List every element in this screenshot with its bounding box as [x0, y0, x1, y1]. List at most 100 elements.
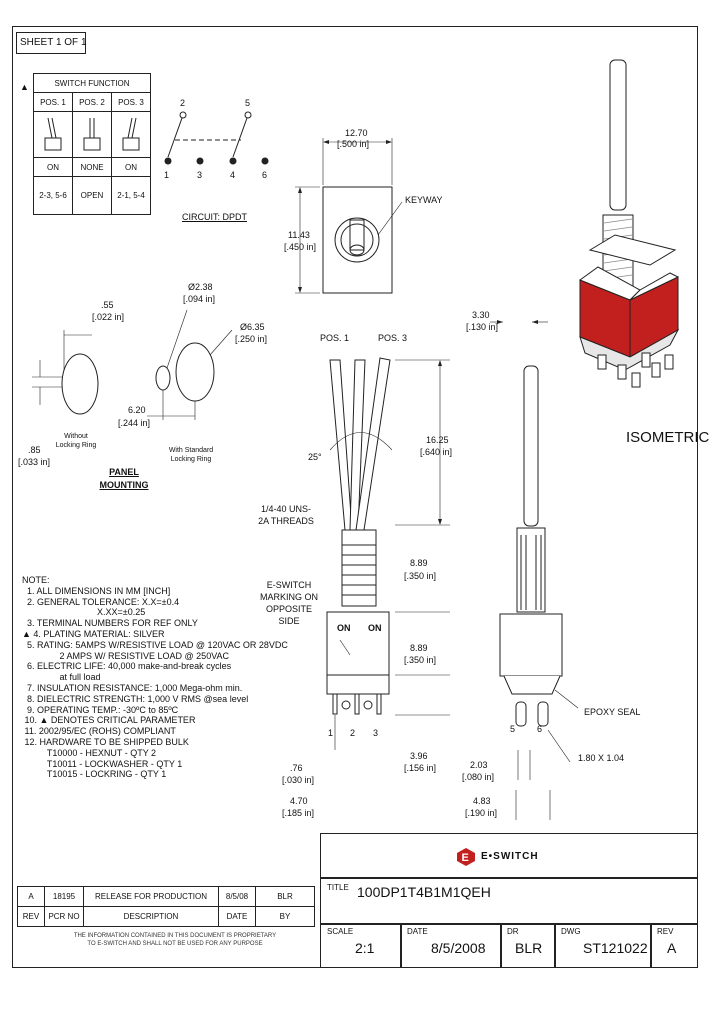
circuit-pin-label: 4 — [230, 170, 236, 180]
t2-in: [.190 in] — [465, 808, 498, 818]
note-line: T10011 - LOCKWASHER - QTY 1 — [22, 758, 183, 769]
on-right-label: ON — [368, 623, 382, 633]
connection-cell: 2-1, 5-4 — [111, 176, 151, 215]
circuit-pin-label: 2 — [180, 98, 186, 108]
circuit-diagram — [164, 111, 269, 165]
note-line: ▲ 4. PLATING MATERIAL: SILVER — [22, 628, 165, 639]
note-line: NOTE: — [22, 575, 50, 585]
date-label: DATE — [407, 927, 428, 936]
circuit-label: CIRCUIT: DPDT — [182, 212, 247, 222]
dr-value: BLR — [515, 940, 543, 956]
date-value: 8/5/2008 — [431, 940, 486, 956]
note-line: 10. ▲ DENOTES CRITICAL PARAMETER — [22, 715, 196, 726]
part-number: 100DP1T4B1M1QEH — [357, 884, 491, 900]
sheet-label: SHEET 1 OF 1 — [20, 37, 87, 48]
eswitch-logo-icon: E — [457, 848, 475, 866]
rev-label: REV — [657, 927, 674, 936]
logo-text: E•SWITCH — [481, 851, 539, 862]
panel-d1-mm: .55 — [101, 300, 114, 310]
scale-value: 2:1 — [355, 940, 375, 956]
term-in: [.156 in] — [404, 763, 437, 773]
note-line: X.XX=±0.25 — [22, 607, 146, 618]
switch-function-table: SWITCH FUNCTION POS. 1 POS. 2 POS. 3 ON … — [33, 73, 151, 215]
lever-dia-mm: 3.30 — [472, 310, 490, 320]
term-size-label: 1.80 X 1.04 — [578, 753, 625, 763]
note-line: 8. DIELECTRIC STRENGTH: 1,000 V RMS @sea… — [22, 693, 249, 704]
dr-label: DR — [507, 927, 519, 936]
hole-small-mm: Ø2.38 — [188, 282, 213, 292]
connection-cell: OPEN — [72, 176, 112, 215]
sheet-label-box: SHEET 1 OF 1 — [16, 32, 87, 54]
panel-d1-in: [.022 in] — [92, 312, 125, 322]
dwg-value: ST121022 — [583, 940, 648, 956]
term-mm: 3.96 — [410, 751, 428, 761]
circuit-pin-label: 6 — [262, 170, 268, 180]
top-height-mm: 11.43 — [288, 230, 310, 240]
circuit-pin-label: 3 — [197, 170, 203, 180]
note-line: 3. TERMINAL NUMBERS FOR REF ONLY — [22, 618, 198, 629]
toggle-pos1-icon — [33, 111, 73, 158]
note-line: 7. INSULATION RESISTANCE: 1,000 Mega-ohm… — [22, 682, 243, 693]
title-box: TITLE 100DP1T4B1M1QEH — [320, 877, 698, 925]
note-line: 9. OPERATING TEMP.: -30ºC to 85ºC — [22, 704, 179, 715]
epoxy-label: EPOXY SEAL — [584, 707, 641, 717]
front-pin-label: 1 — [328, 728, 334, 738]
front-view-drawing — [326, 357, 450, 750]
note-line: 6. ELECTRIC LIFE: 40,000 make-and-break … — [22, 661, 232, 672]
dwg-box: DWG ST121022 — [554, 923, 652, 968]
pcr-cell: 18195 — [44, 886, 84, 907]
lever-mm: 16.25 — [426, 435, 449, 445]
side-pin-label: 5 — [510, 724, 516, 734]
note-line: 2. GENERAL TOLERANCE: X.X=±0.4 — [22, 596, 180, 607]
rev-value: A — [667, 940, 677, 956]
panel-d2-in: [.033 in] — [18, 457, 51, 467]
hole-large-in: [.250 in] — [235, 334, 268, 344]
note-line: 2 AMPS W/ RESISTIVE LOAD @ 250VAC — [22, 650, 230, 661]
angle-label: 25° — [308, 452, 322, 462]
description-cell: RELEASE FOR PRODUCTION — [83, 886, 219, 907]
revision-header-row: REV PCR NO DESCRIPTION DATE BY — [17, 906, 315, 927]
with-ring-label: With Standard Locking Ring — [168, 447, 214, 463]
keyway-label: KEYWAY — [405, 195, 443, 205]
note-line: 5. RATING: 5AMPS W/RESISTIVE LOAD @ 120V… — [22, 639, 288, 650]
date-cell: 8/5/08 — [218, 886, 256, 907]
svg-text:E: E — [462, 852, 469, 864]
state-cell: NONE — [72, 157, 112, 177]
pos3-label: POS. 3 — [378, 333, 408, 343]
span-mm: 4.70 — [290, 796, 308, 806]
pitch-mm: .76 — [290, 763, 303, 773]
by-cell: BLR — [255, 886, 315, 907]
scale-box: SCALE 2:1 — [320, 923, 402, 968]
proprietary-notice: THE INFORMATION CONTAINED IN THIS DOCUME… — [73, 933, 277, 947]
description-header: DESCRIPTION — [83, 906, 219, 927]
toggle-pos3-icon — [111, 111, 151, 158]
date-box: DATE 8/5/2008 — [400, 923, 502, 968]
revision-row: A 18195 RELEASE FOR PRODUCTION 8/5/08 BL… — [17, 886, 315, 907]
top-width-mm: 12.70 — [345, 128, 368, 138]
top-width-in: [.500 in] — [337, 139, 370, 149]
revision-table: A 18195 RELEASE FOR PRODUCTION 8/5/08 BL… — [17, 886, 315, 927]
dr-box: DR BLR — [500, 923, 556, 968]
bushing-mm: 8.89 — [410, 558, 428, 568]
rev-header: REV — [17, 906, 45, 927]
rev-cell: A — [17, 886, 45, 907]
note-line: 12. HARDWARE TO BE SHIPPED BULK — [22, 736, 189, 747]
side-view-drawing — [490, 320, 579, 820]
note-line: at full load — [22, 672, 101, 683]
side-pin-label: 6 — [537, 724, 543, 734]
t2-mm: 4.83 — [473, 796, 491, 806]
panel-offset-mm: 6.20 — [128, 405, 146, 415]
marking-label: E-SWITCH MARKING ON OPPOSITE SIDE — [259, 580, 318, 626]
by-header: BY — [255, 906, 315, 927]
thread-label: 1/4-40 UNS-2A THREADS — [258, 504, 314, 526]
panel-offset-in: [.244 in] — [118, 418, 151, 428]
pos1-label: POS. 1 — [320, 333, 350, 343]
body-in: [.350 in] — [404, 655, 437, 665]
note-line: T10015 - LOCKRING - QTY 1 — [22, 769, 167, 780]
span-in: [.185 in] — [282, 808, 315, 818]
dwg-label: DWG — [561, 927, 581, 936]
bushing-in: [.350 in] — [404, 571, 437, 581]
front-pin-label: 2 — [350, 728, 356, 738]
notes-block: NOTE: 1. ALL DIMENSIONS IN MM [INCH] 2. … — [22, 575, 288, 780]
lever-dia-in: [.130 in] — [466, 322, 499, 332]
